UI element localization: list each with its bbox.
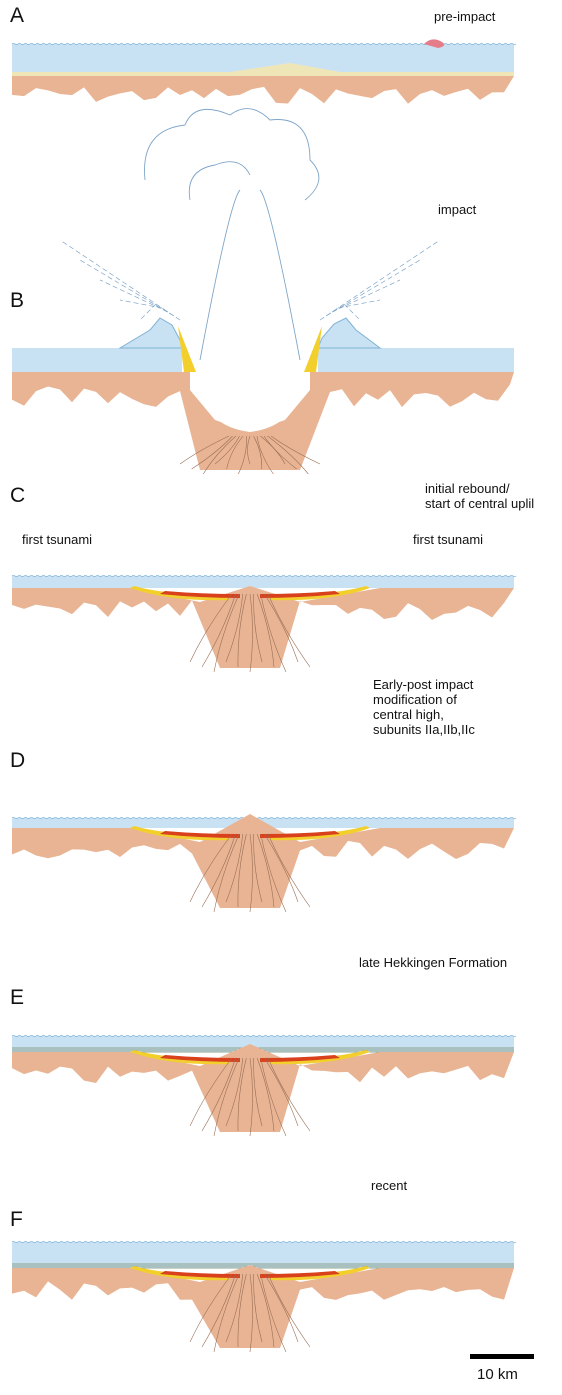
stage-label-impact: impact: [438, 202, 476, 217]
scale-bar-label: 10 km: [477, 1366, 518, 1383]
basement-layer: [12, 814, 514, 908]
plume-column: [200, 190, 300, 360]
stage-label-modification-line3: central high,: [373, 707, 444, 722]
stage-label-hekkingen: late Hekkingen Formation: [359, 955, 507, 970]
panel-letter-e: E: [10, 987, 24, 1009]
panel-a-pre-impact-section: [12, 39, 516, 103]
panel-letter-d: D: [10, 750, 25, 772]
panel-f-recent-section: [12, 1241, 516, 1352]
basement-layer: [12, 76, 514, 104]
water-right: [318, 348, 514, 372]
stage-label-pre-impact: pre-impact: [434, 9, 495, 24]
water-splash-right: [318, 318, 380, 348]
panel-b-impact-section: [12, 109, 514, 474]
water-splash-left: [120, 318, 184, 348]
ejecta-ray-left: [140, 304, 156, 320]
scale-bar: [470, 1354, 534, 1359]
basement-layer: [12, 586, 514, 668]
stage-label-recent: recent: [371, 1178, 407, 1193]
stage-label-modification-line2: modification of: [373, 692, 457, 707]
panel-e-hekkingen-section: [12, 1035, 516, 1136]
plume-cloud: [145, 109, 319, 200]
stage-label-modification-line4: subunits IIa,IIb,IIc: [373, 722, 475, 737]
plume-cloud-inner: [189, 162, 250, 200]
panel-letter-b: B: [10, 290, 24, 312]
first-tsunami-label-right: first tsunami: [413, 532, 483, 547]
stage-label-rebound-line1: initial rebound/: [425, 481, 510, 496]
panel-c-rebound-section: [12, 575, 516, 672]
panel-letter-a: A: [10, 5, 24, 27]
water-left: [12, 348, 182, 372]
stage-label-rebound-line2: start of central uplil: [425, 496, 534, 511]
panel-letter-c: C: [10, 485, 25, 507]
panel-d-modification-section: [12, 814, 516, 912]
panel-letter-f: F: [10, 1209, 23, 1231]
water-layer: [12, 576, 514, 588]
basement-layer: [12, 1044, 514, 1132]
first-tsunami-label-left: first tsunami: [22, 532, 92, 547]
stage-label-modification-line1: Early-post impact: [373, 677, 473, 692]
ejecta-ray-right: [344, 304, 360, 320]
